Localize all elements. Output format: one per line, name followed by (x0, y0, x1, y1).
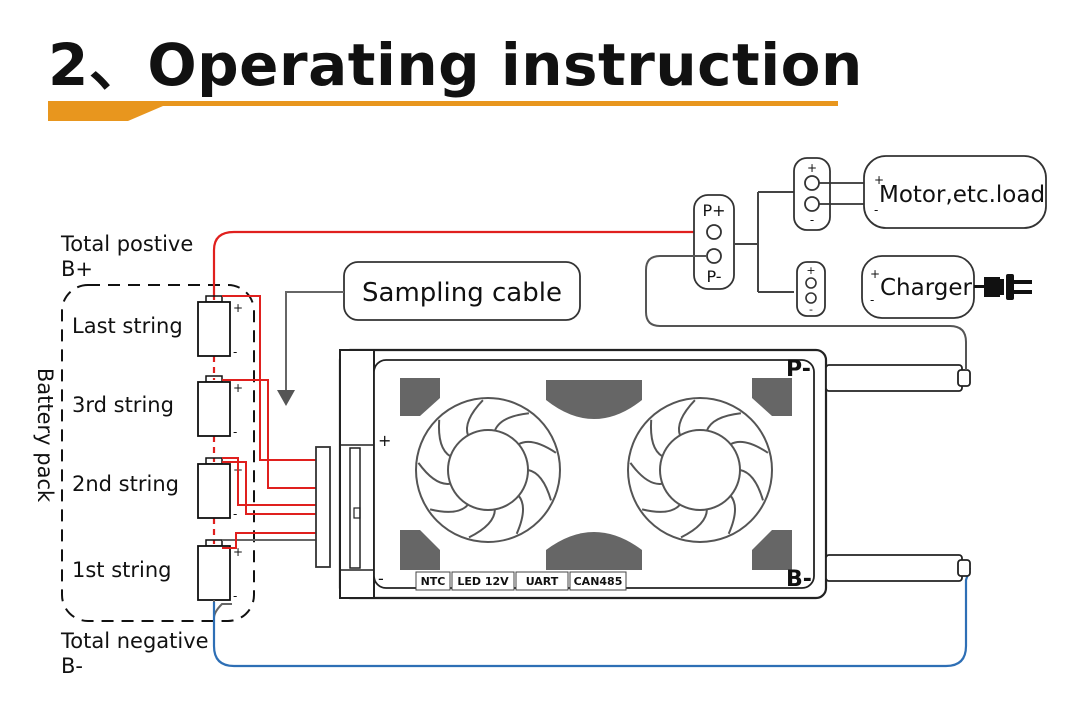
battery-cell-3rd: + - (197, 375, 243, 439)
fan-blade (515, 495, 524, 535)
svg-text:+: + (806, 264, 815, 277)
fan-blade (493, 412, 530, 432)
pad-top-left (400, 378, 440, 416)
svg-text:+: + (807, 161, 817, 175)
charger-connector (796, 261, 826, 317)
fan-blade (678, 399, 696, 436)
bms-board: P- B- + - NTC LED 12V UART CAN485 (338, 348, 828, 600)
motor-load-box (863, 155, 1047, 229)
sampling-cable-arrow (285, 291, 344, 390)
port-row: NTC LED 12V UART CAN485 (415, 571, 627, 591)
battery-pack-outline (61, 284, 255, 622)
p-plus-label: P+ (702, 201, 725, 220)
svg-text:-: - (874, 203, 878, 217)
string-label-last: Last string (72, 314, 183, 338)
fan-blade (705, 412, 742, 432)
fan-blade (437, 419, 451, 458)
svg-text:+: + (233, 301, 243, 315)
title-underline (48, 101, 838, 121)
svg-text:-: - (809, 303, 813, 316)
svg-text:-: - (870, 293, 874, 307)
fan-right (627, 397, 773, 543)
p-minus-label: P- (706, 267, 721, 286)
p-terminal-block (693, 194, 735, 290)
negative-main-wire (212, 567, 972, 668)
sampling-connector (315, 446, 331, 568)
fan-blade (468, 509, 496, 539)
bms-minus-mark: - (378, 569, 384, 588)
fan-blade (727, 495, 736, 535)
b-minus-lead (825, 554, 971, 582)
string-label-3rd: 3rd string (72, 393, 174, 417)
bms-plus-mark: + (378, 431, 391, 450)
p-minus-return-wire (645, 255, 967, 370)
b-minus-label: B- (61, 654, 83, 678)
branch-wires (734, 191, 794, 293)
fan-left (415, 397, 561, 543)
svg-text:-: - (233, 425, 237, 439)
positive-main-wire (212, 230, 700, 300)
charger-label: Charger (880, 275, 973, 301)
fan-blade (527, 469, 552, 501)
motor-load-label: Motor,etc.load (879, 182, 1045, 208)
port-ntc: NTC (421, 575, 446, 588)
port-uart: UART (526, 575, 559, 588)
pad-bottom-right (752, 530, 792, 570)
svg-text:-: - (233, 507, 237, 521)
svg-text:+: + (874, 173, 884, 187)
fan-blade (739, 469, 764, 501)
fan-blade (518, 440, 557, 454)
load-connector (793, 157, 831, 231)
p-plus-terminal (706, 224, 722, 240)
arrowhead-icon (277, 390, 295, 406)
pad-top-center (546, 380, 642, 419)
battery-cell-1st: + - (197, 539, 243, 603)
sampling-wires (213, 295, 318, 619)
svg-text:+: + (233, 381, 243, 395)
total-negative-label: Total negative (60, 629, 209, 653)
b-plus-label: B+ (61, 257, 93, 281)
fan-blade (680, 509, 708, 539)
pad-top-right (752, 378, 792, 416)
battery-pack-label: Battery pack (33, 368, 57, 503)
battery-cell-last: + - (197, 295, 243, 359)
bms-p-minus-label: P- (786, 357, 811, 382)
total-positive-label: Total postive (60, 232, 193, 256)
sampling-cable-label: Sampling cable (362, 278, 562, 308)
string-label-1st: 1st string (72, 558, 172, 582)
page-title: 2、Operating instruction (48, 31, 863, 99)
fan-blade (629, 462, 663, 485)
string-label-2nd: 2nd string (72, 472, 179, 496)
svg-text:-: - (810, 213, 814, 227)
port-led: LED 12V (457, 575, 509, 588)
p-minus-lead (825, 364, 971, 392)
fan-blade (417, 462, 451, 485)
port-can485: CAN485 (574, 575, 623, 588)
fan-blade (641, 503, 681, 513)
pad-bottom-left (400, 530, 440, 570)
plug-icon (974, 274, 1032, 300)
pad-bottom-center (546, 532, 642, 570)
svg-text:+: + (870, 267, 880, 281)
battery-cell-2nd: + - (197, 457, 243, 521)
bms-b-minus-label: B- (786, 567, 812, 592)
svg-text:+: + (233, 545, 243, 559)
p-minus-terminal (706, 248, 722, 264)
fan-blade (649, 419, 663, 458)
fan-blade (429, 503, 469, 513)
svg-text:-: - (233, 345, 237, 359)
svg-text:-: - (233, 589, 237, 603)
fan-blade (730, 440, 769, 454)
fan-blade (466, 399, 484, 436)
